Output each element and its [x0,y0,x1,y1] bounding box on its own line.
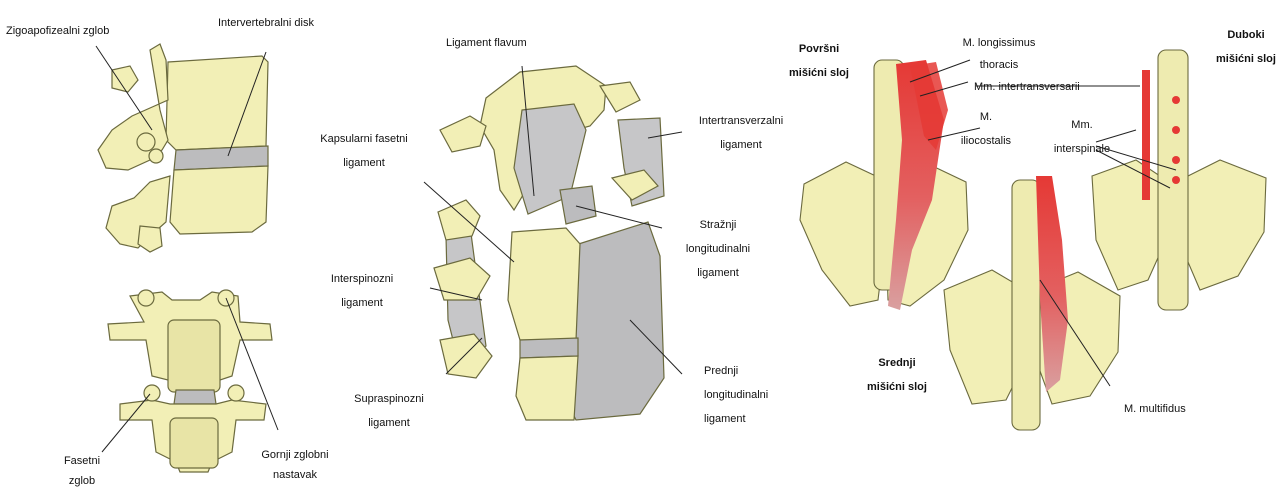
label-straznji-longitudinalni-line1: Stražnji [676,218,760,232]
label-intertransverzalni-line1: Intertransverzalni [684,114,798,128]
label-povrsni-misicni-sloj-line1: Površni [772,42,866,56]
label-prednji-longitudinalni-line2: longitudinalni [704,388,768,402]
posterior-vertebrae-illustration [108,290,272,472]
label-srednji-misicni-sloj-line1: Srednji [850,356,944,370]
label-m-longissimus-line2: thoracis [946,58,1052,72]
label-intertransverzalni-line2: ligament [684,138,798,152]
label-duboki-misicni-sloj-line1: Duboki [1206,28,1286,42]
label-fasetni-zglob-line1: Fasetni [60,454,104,468]
label-kapsularni-fasetni-line1: Kapsularni fasetni [302,132,426,146]
label-mm-interspinale-line2: interspinale [1040,142,1124,156]
label-povrsni-misicni-sloj-line2: mišićni sloj [772,66,866,80]
label-kapsularni-fasetni-line2: ligament [302,156,426,170]
label-supraspinozni-line2: ligament [344,416,434,430]
label-zigoapofizealni-zglob: Zigoapofizealni zglob [6,24,109,38]
label-gornji-zglobni-nastavak-line1: Gornji zglobni [252,448,338,462]
label-m-iliocostalis-line1: M. [956,110,1016,124]
label-straznji-longitudinalni-line2: longitudinalni [676,242,760,256]
muscles-illustration [800,50,1266,430]
label-mm-interspinale-line1: Mm. [1040,118,1124,132]
label-srednji-misicni-sloj-line2: mišićni sloj [850,380,944,394]
label-prednji-longitudinalni-line3: ligament [704,412,746,426]
label-mm-intertransversarii: Mm. intertransversarii [974,80,1080,94]
label-m-multifidus: M. multifidus [1124,402,1186,416]
label-prednji-longitudinalni-line1: Prednji [704,364,738,378]
label-supraspinozni-line1: Supraspinozni [344,392,434,406]
label-m-iliocostalis-line2: iliocostalis [956,134,1016,148]
lateral-vertebrae-illustration [98,44,268,252]
label-gornji-zglobni-nastavak-line2: nastavak [252,468,338,482]
label-straznji-longitudinalni-line3: ligament [676,266,760,280]
label-interspinozni-line1: Interspinozni [318,272,406,286]
label-fasetni-zglob-line2: zglob [60,474,104,488]
label-ligament-flavum: Ligament flavum [446,36,527,50]
ligaments-illustration [434,66,664,420]
label-duboki-misicni-sloj-line2: mišićni sloj [1206,52,1286,66]
label-intervertebralni-disk: Intervertebralni disk [218,16,314,30]
label-interspinozni-line2: ligament [318,296,406,310]
label-m-longissimus-line1: M. longissimus [946,36,1052,50]
